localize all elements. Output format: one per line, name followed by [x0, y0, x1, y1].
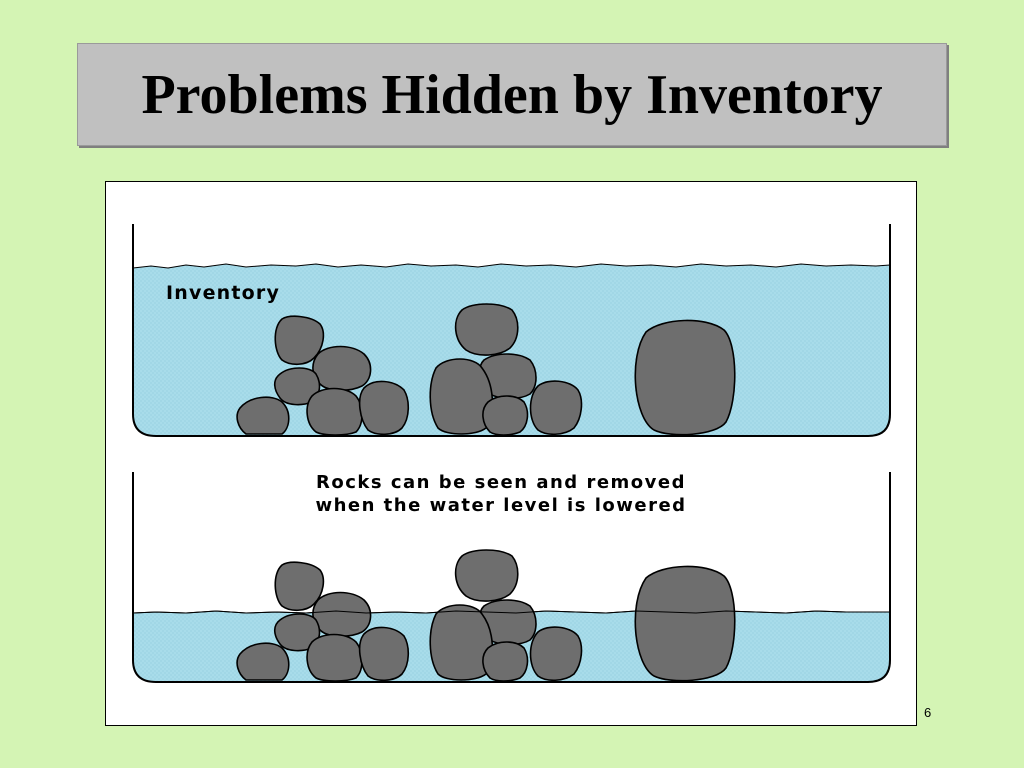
rock [274, 561, 325, 612]
page-number: 6 [924, 705, 932, 720]
rock [454, 549, 519, 602]
rock [634, 319, 736, 436]
rock [358, 626, 410, 682]
inventory-figure: Inventory Rocks can be seen and removed … [105, 181, 917, 726]
rock [312, 345, 372, 392]
rock [306, 633, 363, 682]
bottom-tank [132, 472, 891, 683]
caption-line-1: Rocks can be seen and removed [316, 472, 686, 493]
rock [482, 641, 529, 682]
caption-line-2: when the water level is lowered [315, 495, 686, 516]
rock [358, 380, 410, 436]
rock [306, 387, 363, 436]
bottom-waterline [132, 610, 890, 614]
rock [454, 303, 519, 356]
rock [274, 315, 325, 366]
rock [634, 565, 736, 682]
bottom-rocks [236, 549, 736, 682]
inventory-label: Inventory [166, 282, 280, 304]
rock [529, 626, 583, 682]
rock [312, 591, 372, 638]
rock [529, 380, 583, 436]
rock [482, 395, 529, 436]
bottom-tank-outline [132, 472, 891, 683]
top-tank: Inventory [132, 224, 891, 437]
top-tank-outline [132, 224, 891, 437]
rock [236, 642, 290, 681]
slide-title: Problems Hidden by Inventory [141, 63, 883, 126]
rock [236, 396, 290, 435]
title-box: Problems Hidden by Inventory [77, 43, 947, 146]
top-rocks [236, 303, 736, 436]
rock [429, 604, 494, 681]
rock [429, 358, 494, 435]
